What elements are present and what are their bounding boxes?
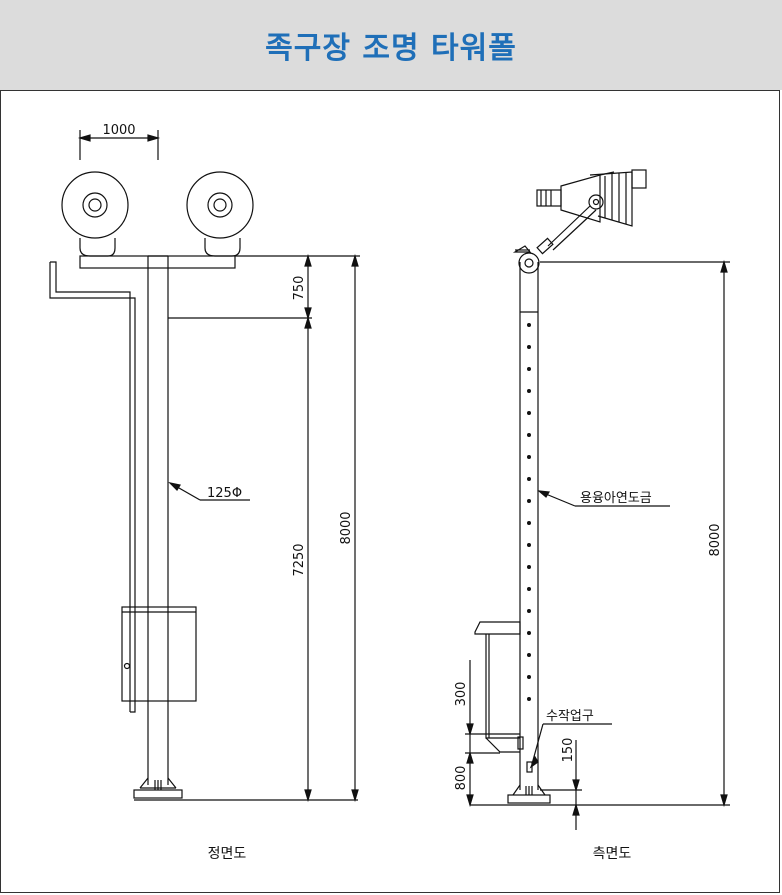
- side-view-caption: 측면도: [593, 846, 632, 862]
- page-header: 족구장 조명 타워폴: [0, 0, 782, 90]
- galvanize-leader: 용융아연도금: [537, 490, 670, 507]
- dim-side-150: 150: [540, 738, 582, 830]
- step-bolts: [527, 323, 531, 701]
- pole-base-side: [470, 784, 730, 806]
- pole-side: [518, 252, 540, 790]
- front-view: 1000: [49, 123, 360, 862]
- handhole-leader: 수작업구: [529, 709, 612, 769]
- dim-8000-side-text: 8000: [708, 523, 723, 556]
- dim-8000-front-text: 8000: [339, 511, 354, 544]
- dim-7250-text: 7250: [292, 543, 307, 576]
- pole-diameter-leader: 125Φ: [168, 482, 250, 501]
- dim-800-text: 800: [454, 766, 469, 791]
- handhole-cover: [517, 736, 524, 750]
- dim-lamp-spacing-text: 1000: [102, 123, 135, 138]
- pole-diameter-text: 125Φ: [207, 486, 242, 501]
- page-title: 족구장 조명 타워폴: [265, 31, 517, 66]
- control-box: [121, 606, 197, 702]
- dim-front-vertical: 750 7250 8000: [235, 253, 360, 803]
- cable-conduit: [49, 261, 136, 713]
- label-galvanize: 용융아연도금: [580, 491, 652, 506]
- control-box-side: [474, 621, 521, 753]
- front-view-caption: 정면도: [208, 846, 247, 862]
- pole-base-front: [133, 777, 358, 801]
- side-lamp: [512, 169, 647, 255]
- label-handhole: 수작업구: [546, 709, 594, 724]
- crossarm: [79, 255, 236, 269]
- dim-lamp-spacing: 1000: [77, 123, 161, 160]
- side-view: 8000 300 800 150 용융아연도금: [454, 169, 730, 862]
- dim-750-text: 750: [292, 276, 307, 301]
- pole-front: [147, 255, 169, 785]
- dim-side-lower: 300 800: [454, 660, 520, 808]
- dim-300-text: 300: [454, 682, 469, 707]
- lamp-left: [61, 171, 129, 257]
- dim-side-total: 8000: [540, 259, 730, 808]
- dim-150-text: 150: [561, 738, 576, 763]
- lamp-right: [186, 171, 254, 257]
